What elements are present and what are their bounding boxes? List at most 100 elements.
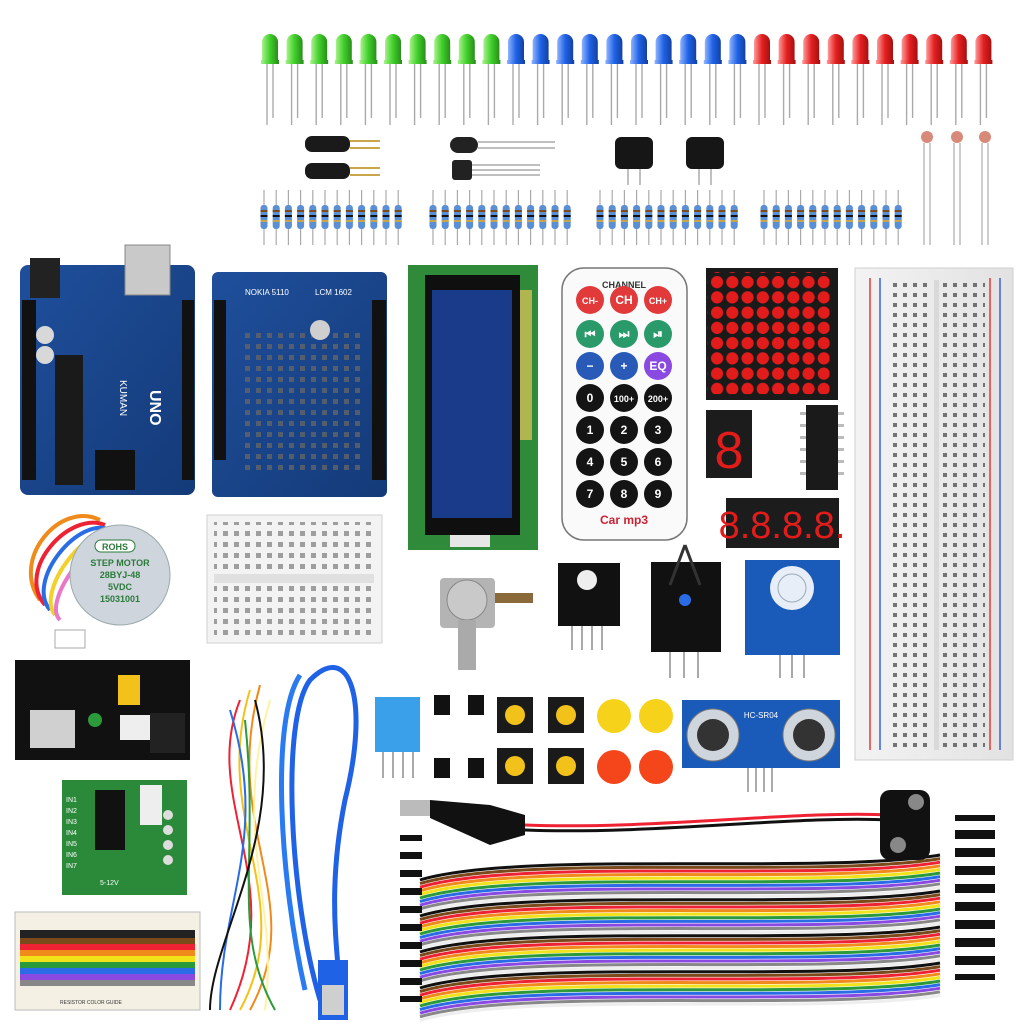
resistor <box>730 190 738 245</box>
usb-cable <box>279 665 359 1020</box>
ribbon-wire <box>419 993 941 1022</box>
driver-footer: 5-12V <box>100 880 119 887</box>
led <box>703 34 722 125</box>
led <box>507 34 525 125</box>
remote-button-label: 1 <box>587 423 594 437</box>
resistor <box>620 190 628 245</box>
led <box>580 34 599 125</box>
resistor <box>333 190 341 245</box>
dupont-connector <box>400 907 422 913</box>
remote-button[interactable]: 9 <box>644 480 672 508</box>
remote-button[interactable]: 100+ <box>610 384 638 412</box>
touch-sensor-module <box>745 560 840 678</box>
remote-brand: Car mp3 <box>600 513 648 527</box>
jumper-wire-bundle <box>209 684 276 1011</box>
ribbon-wire <box>419 893 941 922</box>
ribbon-wire <box>419 882 941 911</box>
led <box>802 34 821 125</box>
driver-input-label: IN3 <box>66 819 77 826</box>
breadboard-large <box>854 267 1014 761</box>
dht11-sensor <box>375 697 420 778</box>
dupont-connector <box>955 851 995 857</box>
resistor <box>784 190 792 245</box>
remote-button-label: 3 <box>655 423 662 437</box>
resistor <box>297 190 305 245</box>
ribbon-wire <box>419 903 941 932</box>
dupont-connector <box>955 959 995 965</box>
remote-button[interactable]: 5 <box>610 448 638 476</box>
lcd-1602-module <box>408 265 538 550</box>
ultrasonic-sensor-hc-sr04: HC-SR04 <box>682 700 840 792</box>
remote-button[interactable]: CH <box>610 286 638 314</box>
shift-register-ic <box>800 405 844 490</box>
led-matrix-8x8 <box>706 268 838 400</box>
tilt-switches <box>305 136 380 179</box>
led <box>777 34 796 125</box>
driver-input-label: IN6 <box>66 852 77 859</box>
resistor <box>309 190 317 245</box>
led <box>285 34 304 125</box>
remote-button[interactable]: 7 <box>576 480 604 508</box>
led <box>630 34 648 125</box>
led <box>728 34 747 125</box>
remote-button[interactable]: ⏭ <box>610 320 638 348</box>
remote-button[interactable]: 1 <box>576 416 604 444</box>
remote-button[interactable]: CH- <box>576 286 604 314</box>
ribbon-wire <box>419 907 941 936</box>
remote-button[interactable]: 4 <box>576 448 604 476</box>
remote-button[interactable]: 200+ <box>644 384 672 412</box>
dupont-connector <box>400 925 422 931</box>
remote-button[interactable]: 8 <box>610 480 638 508</box>
remote-button[interactable]: ⏮ <box>576 320 604 348</box>
remote-button[interactable]: 2 <box>610 416 638 444</box>
ribbon-wire <box>419 972 941 1001</box>
resistor <box>272 190 280 245</box>
remote-button[interactable]: EQ <box>644 352 672 380</box>
ribbon-wire <box>419 889 941 918</box>
resistor <box>284 190 292 245</box>
remote-button[interactable]: 0 <box>576 384 604 412</box>
ribbon-wire <box>419 914 941 943</box>
ribbon-wire <box>419 864 941 893</box>
resistor <box>809 190 817 245</box>
remote-button-label: ⏮ <box>585 327 596 341</box>
resistor <box>596 190 604 245</box>
stepper-motor: ROHS STEP MOTOR 28BYJ-48 5VDC 15031001 <box>28 514 171 649</box>
shield-label: NOKIA 5110 <box>245 288 289 297</box>
remote-button-label: 9 <box>655 487 662 501</box>
ribbon-wire <box>419 939 941 968</box>
ribbon-wire <box>419 878 941 907</box>
resistor <box>394 190 402 245</box>
dc-barrel-jack-cable <box>400 800 891 845</box>
ribbon-wire <box>419 983 941 1012</box>
driver-input-label: IN4 <box>66 830 77 837</box>
ribbon-wire <box>419 857 941 886</box>
remote-button[interactable]: CH+ <box>644 286 672 314</box>
led <box>605 34 624 125</box>
resistor <box>681 190 689 245</box>
battery-clip <box>880 790 930 860</box>
remote-button[interactable]: − <box>576 352 604 380</box>
resistor <box>321 190 329 245</box>
remote-button-label: 0 <box>587 391 594 405</box>
resistor <box>382 190 390 245</box>
uno-brand: KUMAN <box>117 380 128 416</box>
resistor <box>358 190 366 245</box>
driver-input-label: IN2 <box>66 808 77 815</box>
ribbon-wire <box>419 871 941 900</box>
remote-button-label: EQ <box>649 359 666 373</box>
remote-button[interactable]: + <box>610 352 638 380</box>
ribbon-wire <box>419 900 941 929</box>
remote-button[interactable]: 6 <box>644 448 672 476</box>
motor-badge: ROHS <box>102 542 128 552</box>
seg4-digits: 8.8.8.8. <box>719 505 846 547</box>
motor-line2: 28BYJ-48 <box>100 570 141 580</box>
led <box>900 34 919 125</box>
remote-button-label: 6 <box>655 455 662 469</box>
remote-button[interactable]: 3 <box>644 416 672 444</box>
resistor <box>514 190 522 245</box>
prototype-shield: NOKIA 5110 LCM 1602 <box>212 272 387 497</box>
seven-segment-four-digit: 8.8.8.8. <box>719 498 846 548</box>
remote-button[interactable]: ⏯ <box>644 320 672 348</box>
resistor <box>657 190 665 245</box>
